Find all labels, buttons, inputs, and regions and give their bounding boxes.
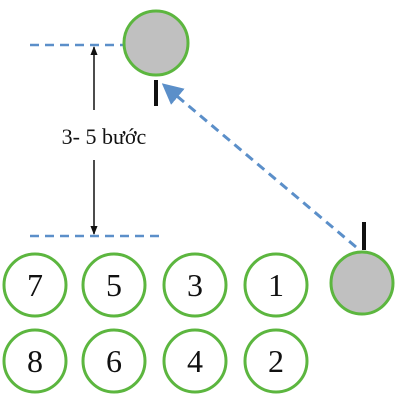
distance-label: 3- 5 bước [62,124,147,149]
player-3: 3 [162,252,228,318]
player-number: 1 [268,267,284,303]
player-8: 8 [2,328,68,394]
player-number: 2 [268,343,284,379]
movement-dashed-arrow [161,83,357,249]
player-1: 1 [243,252,309,318]
moving-player-top-position [122,9,190,77]
player-4: 4 [162,328,228,394]
player-number: 4 [187,343,203,379]
player-2: 2 [243,328,309,394]
player-number: 7 [27,267,43,303]
player-number: 3 [187,267,203,303]
moving-player-start-position [329,250,395,316]
player-6: 6 [81,328,147,394]
player-7: 7 [2,252,68,318]
player-number: 8 [27,343,43,379]
player-5: 5 [81,252,147,318]
player-number: 6 [106,343,122,379]
player-number: 5 [106,267,122,303]
